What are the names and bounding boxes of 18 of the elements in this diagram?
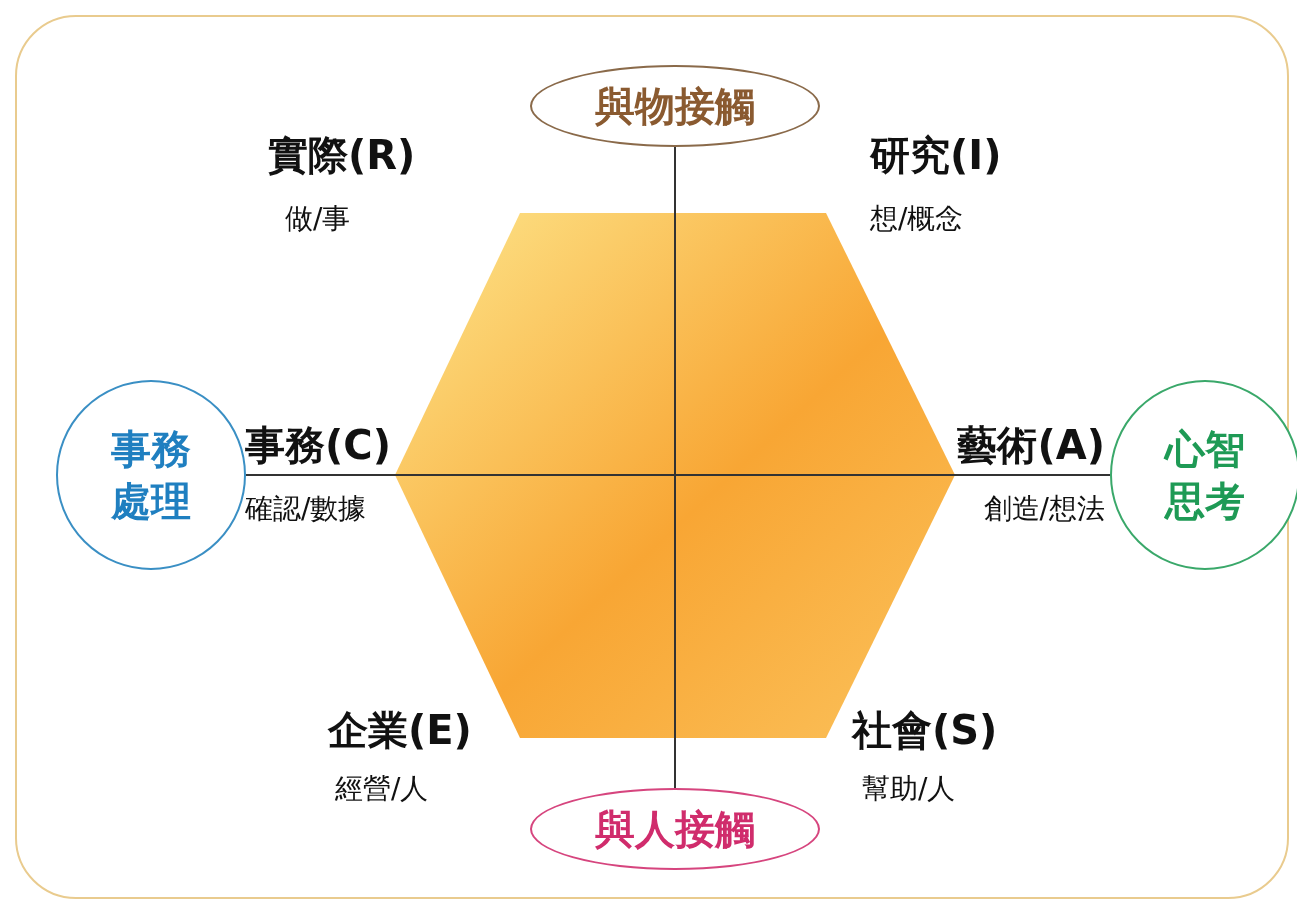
axis-line	[674, 146, 676, 789]
axis-line	[245, 474, 1111, 476]
category-oval: 心智思考	[1110, 380, 1297, 570]
category-oval: 事務處理	[56, 380, 246, 570]
type-label: 實際(R)	[268, 131, 416, 180]
category-oval: 與人接觸	[530, 788, 820, 870]
type-description: 經營/人	[335, 771, 429, 807]
type-description: 想/概念	[870, 201, 964, 237]
type-description: 確認/數據	[245, 491, 367, 527]
category-oval: 與物接觸	[530, 65, 820, 147]
type-label: 研究(I)	[870, 131, 1002, 180]
type-label: 藝術(A)	[957, 421, 1105, 470]
type-label: 事務(C)	[245, 421, 391, 470]
type-label: 社會(S)	[852, 706, 998, 755]
type-label: 企業(E)	[328, 706, 472, 755]
type-description: 做/事	[285, 201, 351, 237]
type-description: 幫助/人	[862, 771, 956, 807]
type-description: 創造/想法	[983, 491, 1105, 527]
